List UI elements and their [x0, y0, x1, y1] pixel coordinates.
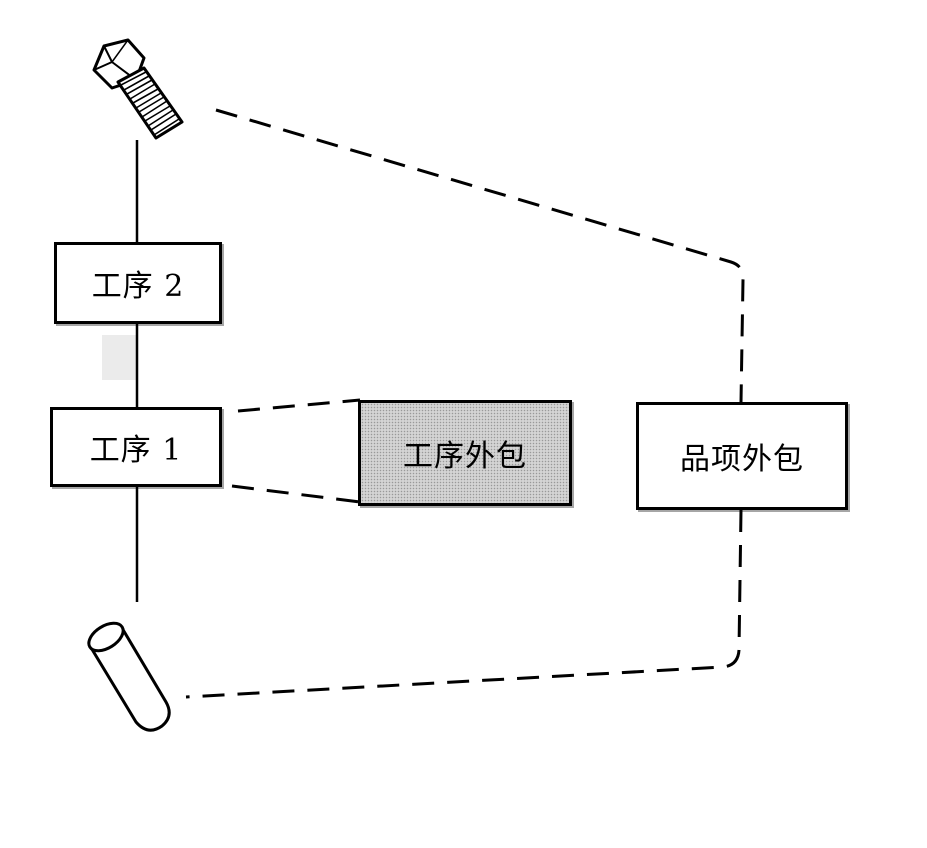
dashed-op1-bottom: [231, 484, 361, 504]
outsource-operation-label: 工序外包: [403, 439, 527, 474]
scan-noise: [102, 335, 136, 380]
outsource-operation-box: 工序外包: [358, 400, 572, 506]
bolt-icon: [92, 38, 184, 140]
dashed-item-to-cylinder: [185, 509, 743, 699]
outsource-item-label: 品项外包: [680, 442, 804, 477]
op1-label: 工序 1: [89, 433, 183, 468]
op2-label: 工序 2: [91, 269, 185, 304]
dashed-bolt-to-item: [215, 108, 745, 403]
dashed-op1-top: [237, 398, 361, 413]
outsource-item-box: 品项外包: [636, 402, 848, 510]
cylinder-blank-icon: [87, 621, 171, 732]
process-box-op1: 工序 1: [50, 407, 222, 487]
process-box-op2: 工序 2: [54, 242, 222, 324]
